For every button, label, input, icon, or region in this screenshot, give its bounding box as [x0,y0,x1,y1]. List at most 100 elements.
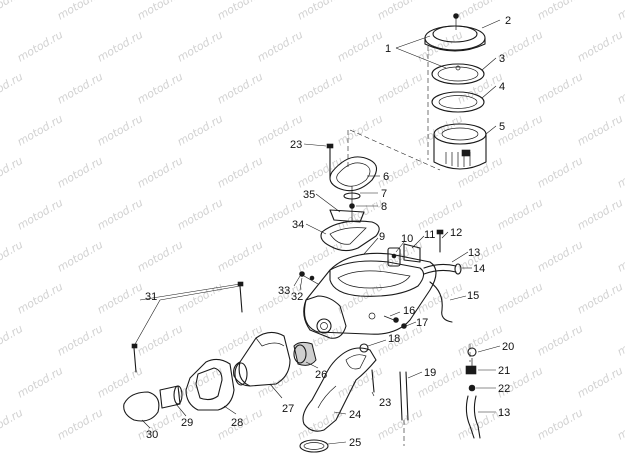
callout-25: 25 [349,437,361,449]
watermark-text: motod.ru [455,0,505,23]
watermark-text: motod.ru [615,70,625,107]
watermark-text: motod.ru [175,28,225,65]
watermark-text: motod.ru [415,112,465,149]
callout-23-top: 23 [290,139,302,151]
watermark-text: motod.ru [135,406,185,443]
watermark-text: motod.ru [335,112,385,149]
watermark-text: motod.ru [15,112,65,149]
watermark-text: motod.ru [175,196,225,233]
callout-22: 22 [498,383,510,395]
watermark-text: motod.ru [0,70,25,107]
watermark-text: motod.ru [135,322,185,359]
watermark-text: motod.ru [495,280,545,317]
watermark-text: motod.ru [135,0,185,23]
watermark-text: motod.ru [295,0,345,23]
watermark-text: motod.ru [575,280,625,317]
callout-23-lower: 23 [379,397,391,409]
part-intake-plate-34 [320,220,380,252]
part-long-bolts-31 [131,281,244,373]
watermark-text: motod.ru [55,406,105,443]
watermark-text: motod.ru [495,196,545,233]
watermark-text: motod.ru [55,0,105,23]
watermark-text: motod.ru [55,154,105,191]
callout-3: 3 [499,53,505,65]
watermark-text: motod.ru [455,70,505,107]
callout-26: 26 [315,369,327,381]
callout-13-lower: 13 [498,407,510,419]
callout-21: 21 [498,365,510,377]
watermark-text: motod.ru [95,196,145,233]
callout-20: 20 [502,341,514,353]
callout-8: 8 [381,201,387,213]
watermark-text: motod.ru [375,406,425,443]
watermark-text: motod.ru [575,28,625,65]
watermark-text: motod.ru [0,0,25,23]
watermark-text: motod.ru [535,70,585,107]
callout-1: 1 [385,43,391,55]
part-fittings-10-11 [387,243,421,267]
watermark-text: motod.ru [55,238,105,275]
part-inlet-tube-29 [159,385,183,409]
part-end-cap-30 [123,391,160,422]
callout-7: 7 [381,188,387,200]
watermark-text: motod.ru [615,406,625,443]
part-screw-23-top [326,143,334,179]
watermark-text: motod.ru [95,112,145,149]
watermark-text: motod.ru [135,70,185,107]
watermark-text: motod.ru [575,196,625,233]
callout-27: 27 [282,403,294,415]
watermark-text: motod.ru [175,280,225,317]
watermark-text: motod.ru [15,364,65,401]
watermark-text: motod.ru [335,28,385,65]
callout-4: 4 [499,81,505,93]
part-rod-19 [399,371,409,446]
callout-17: 17 [416,317,428,329]
watermark-text: motod.ru [535,154,585,191]
watermark-text: motod.ru [615,238,625,275]
watermark-text: motod.ru [375,0,425,23]
watermark-text: motod.ru [455,322,505,359]
part-intake-gasket-6 [329,156,378,192]
watermark-text: motod.ru [535,0,585,23]
callout-15: 15 [467,290,479,302]
watermark-text: motod.ru [15,280,65,317]
callout-29: 29 [181,417,193,429]
part-intake-snorkel-27 [233,331,291,387]
watermark-text: motod.ru [335,364,385,401]
watermark-text: motod.ru [175,112,225,149]
watermark-text: motod.ru [295,154,345,191]
watermark-text: motod.ru [215,0,265,23]
part-gasket-3 [431,63,485,85]
watermark-text: motod.ru [215,154,265,191]
callout-11: 11 [424,229,435,241]
watermark-text: motod.ru [215,238,265,275]
part-hose-clamp-25 [299,439,329,453]
watermark-text: motod.ru [615,154,625,191]
watermark-text: motod.ru [335,196,385,233]
callout-9: 9 [379,231,385,243]
watermark-text: motod.ru [135,238,185,275]
part-screws-16-17 [383,315,407,329]
watermark-text: motod.ru [295,406,345,443]
callout-labels: 2 1 3 4 5 6 7 8 9 10 11 12 13 14 15 16 1… [145,15,514,449]
part-intake-duct-24 [302,347,377,432]
watermark-text: motod.ru [535,406,585,443]
callout-18: 18 [388,333,400,345]
callout-6: 6 [383,171,389,183]
watermark-text: motod.ru [0,154,25,191]
leader-lines [133,19,501,445]
part-breather-hose-13-14 [423,263,462,275]
watermark-text: motod.ru [55,322,105,359]
callout-10: 10 [401,233,413,245]
watermark-text: motod.ru [295,238,345,275]
callout-28: 28 [231,417,243,429]
callout-32: 32 [291,291,303,303]
watermark-text: motod.ru [615,322,625,359]
callout-30: 30 [146,429,158,441]
part-bolts-32-33 [299,271,319,285]
watermark-text: motod.ru [95,280,145,317]
callout-12: 12 [450,227,462,239]
part-screw-23-lower [371,369,375,393]
